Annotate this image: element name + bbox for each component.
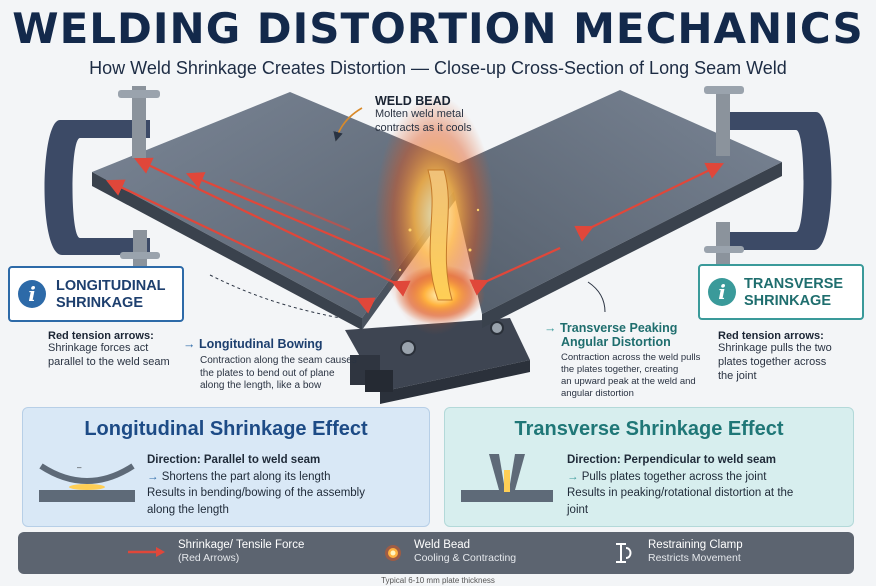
arrow-right-icon: → [147,470,159,483]
transverse-shrinkage-label: i TRANSVERSE SHRINKAGE [698,264,864,320]
transverse-tension-arrows [469,162,724,296]
left-tension-note: Red tension arrows: Shrinkage forces act… [48,330,170,368]
legend-weld-bead: Weld Bead Cooling & Contracting [414,539,517,565]
arrow-right-icon: → [567,470,579,483]
weld-glow-icon [385,545,401,561]
page-subtitle: How Weld Shrinkage Creates Distortion — … [89,58,787,78]
bowing-diagram-icon: – [39,463,135,502]
footnote: Typical 6-10 mm plate thickness [381,576,495,585]
plate-illustration [44,86,832,404]
longitudinal-tension-arrows [106,157,411,314]
transverse-effect-title: Transverse Shrinkage Effect [514,418,784,440]
right-tension-note: Red tension arrows: Shrinkage pulls the … [718,330,832,382]
info-icon: i [708,278,736,306]
callout-leaders [209,107,606,319]
fixture-base [345,318,530,404]
transverse-label-text: TRANSVERSE SHRINKAGE [744,276,844,310]
arrow-right-icon: → [183,337,196,351]
legend-clamp: Restraining Clamp Restricts Movement [648,539,743,565]
transverse-peaking-callout: → Transverse Peaking Angular Distortion … [544,321,701,399]
clamp-icon [616,543,632,563]
transverse-effect-panel: Transverse Shrinkage Effect Direction: P… [444,407,854,527]
info-icon: i [18,280,46,308]
page-title: WELDING DISTORTION MECHANICS [12,4,864,53]
longitudinal-effect-title: Longitudinal Shrinkage Effect [84,418,368,440]
red-arrow-icon [128,547,165,557]
longitudinal-label-text: LONGITUDINAL SHRINKAGE [56,278,166,312]
arrow-right-icon: → [544,321,557,335]
longitudinal-shrinkage-label: i LONGITUDINAL SHRINKAGE [8,266,184,322]
peaking-diagram-icon [461,454,553,502]
left-clamp-icon [44,86,160,270]
svg-text:–: – [77,463,82,472]
legend-bar: Shrinkage/ Tensile Force (Red Arrows) We… [18,532,854,574]
right-clamp-icon [704,86,832,264]
longitudinal-effect-text: Direction: Parallel to weld seam → Short… [147,454,365,517]
weld-bead-callout: WELD BEAD Molten weld metal contracts as… [375,94,472,134]
longitudinal-effect-panel: Longitudinal Shrinkage Effect – Directio… [22,407,430,527]
transverse-effect-text: Direction: Perpendicular to weld seam → … [567,454,794,517]
legend-shrinkage: Shrinkage/ Tensile Force (Red Arrows) [178,539,305,565]
longitudinal-bowing-callout: → Longitudinal Bowing Contraction along … [183,337,357,391]
